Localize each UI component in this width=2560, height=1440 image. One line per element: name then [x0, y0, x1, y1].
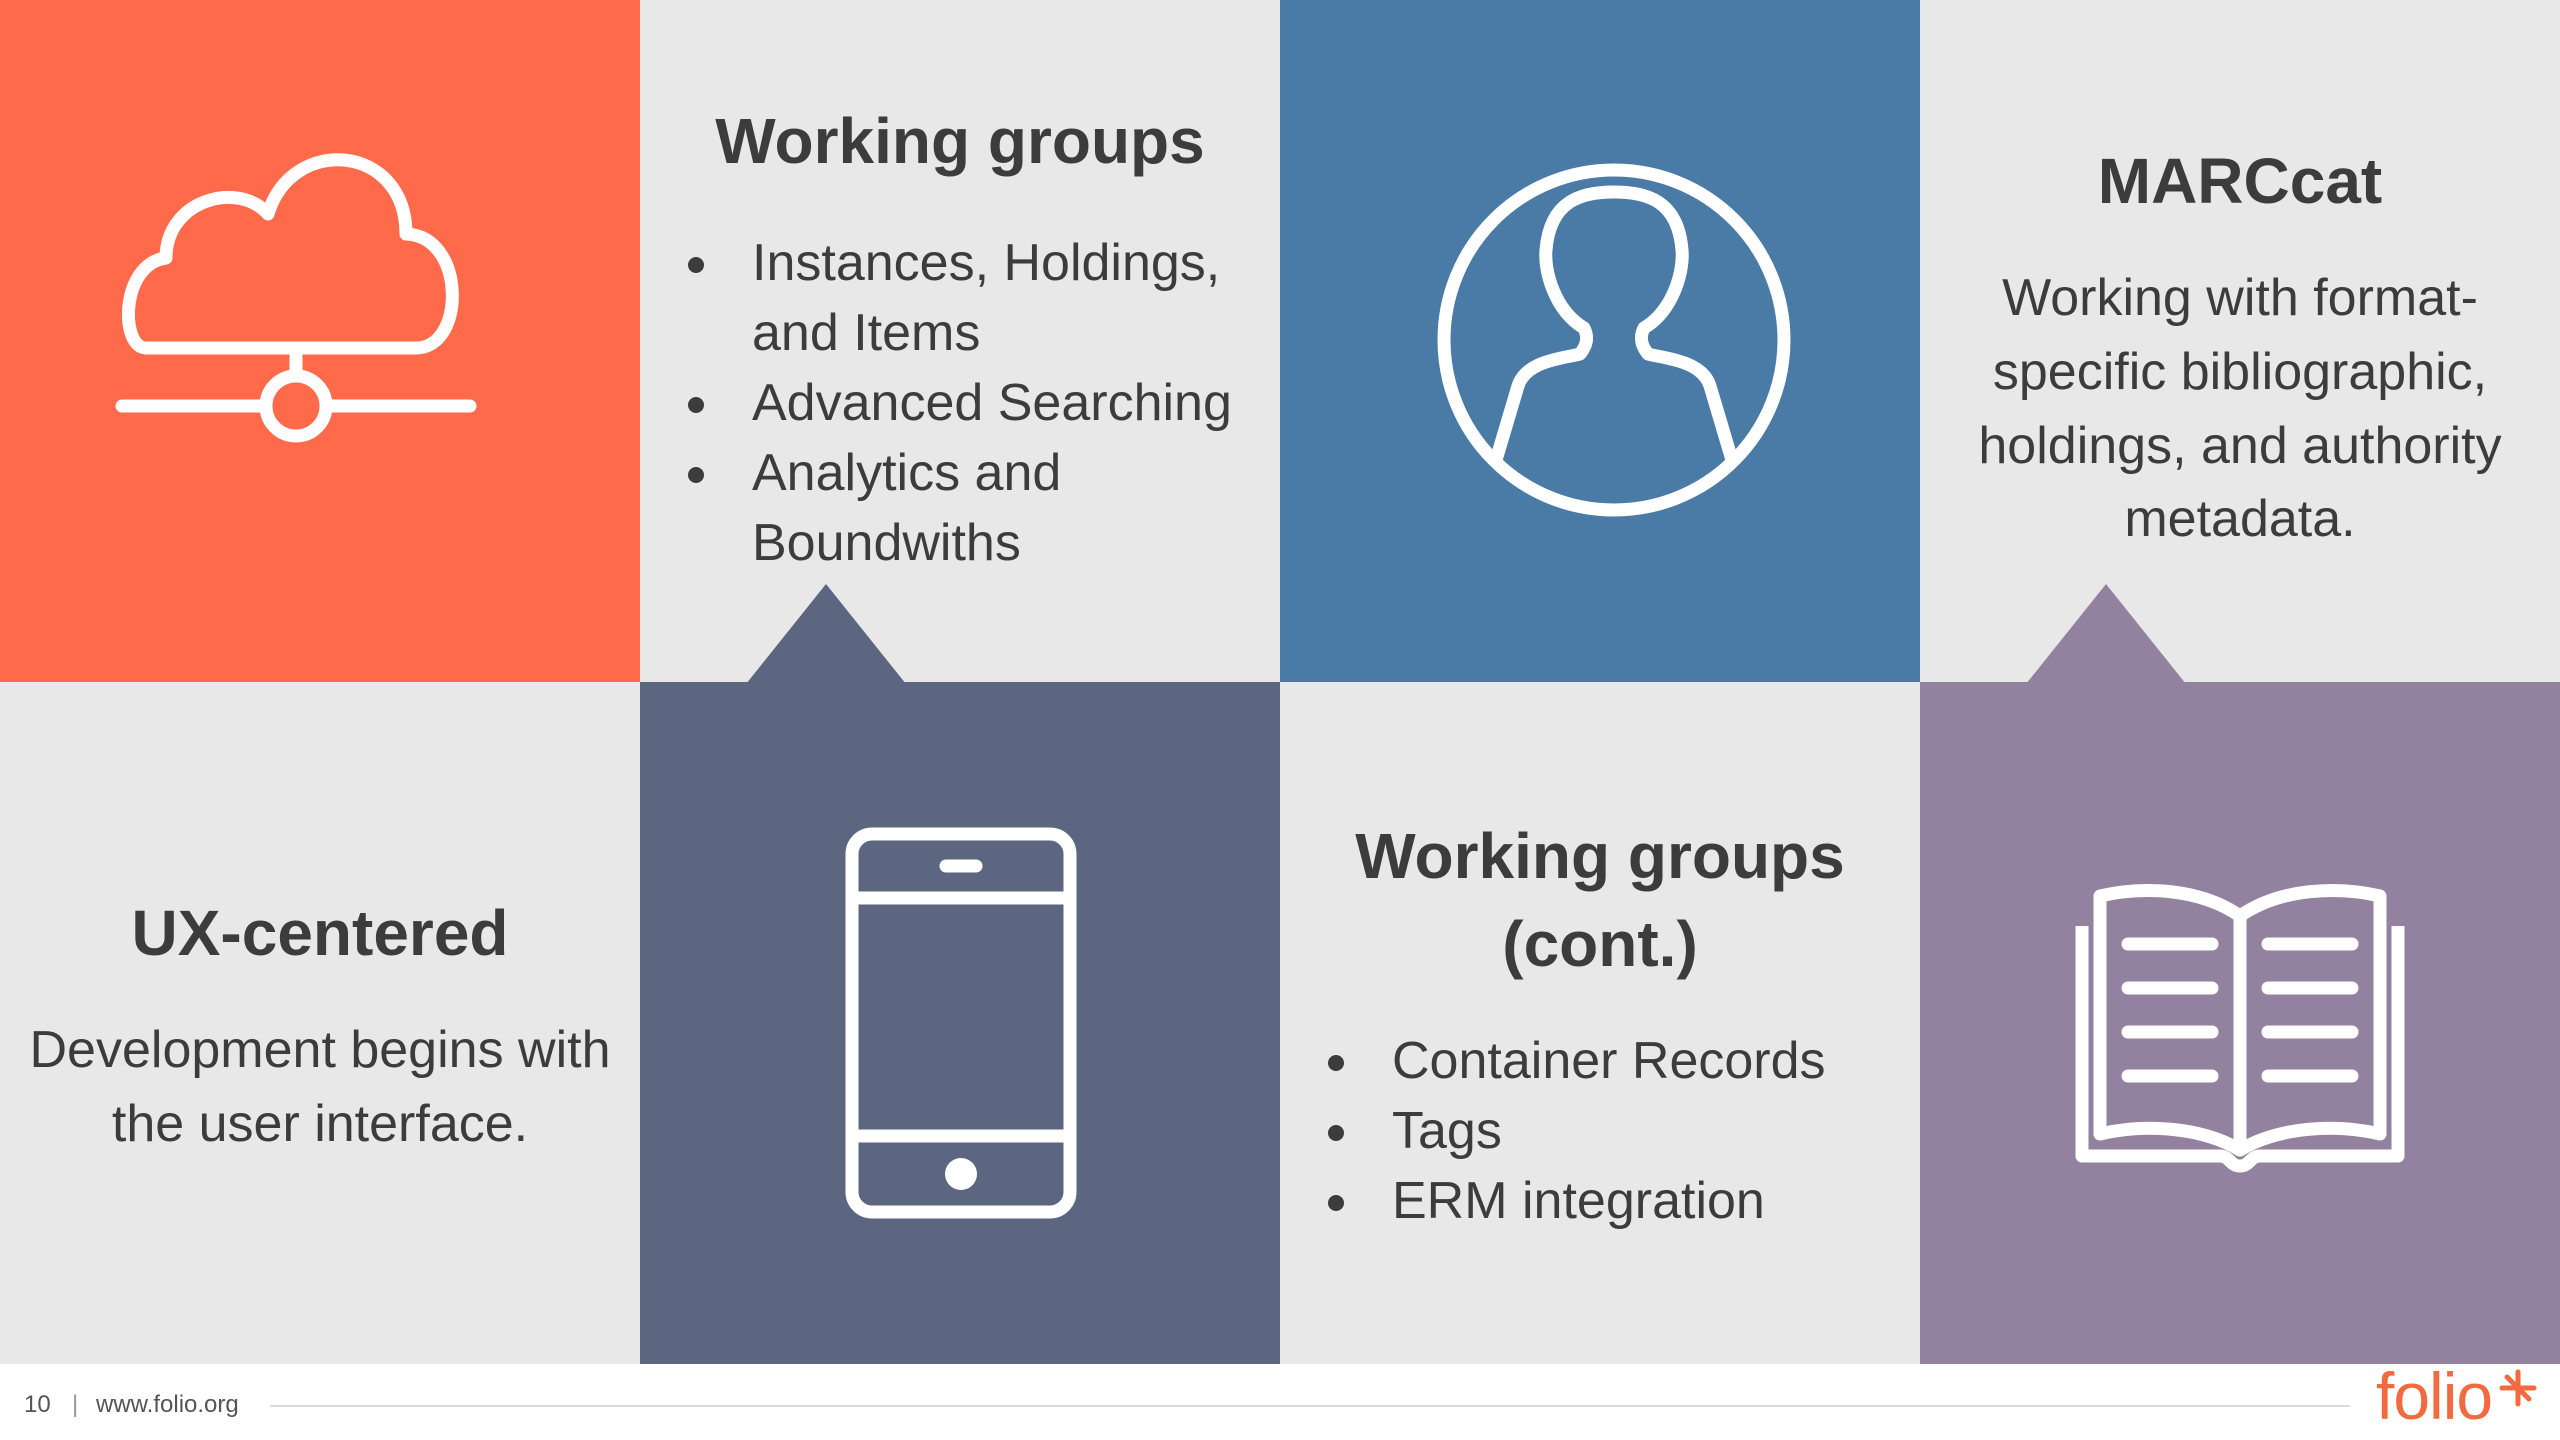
tile-book-icon	[1920, 682, 2560, 1364]
tile-working-groups-cont: Working groups (cont.) Container Records…	[1280, 682, 1920, 1364]
list-item: Advanced Searching	[680, 368, 1260, 438]
working-groups-title: Working groups	[715, 105, 1205, 177]
tile-working-groups: Working groups Instances, Holdings, and …	[640, 0, 1280, 682]
ux-centered-title: UX-centered	[131, 897, 509, 969]
folio-logo-mark-icon	[2498, 1368, 2538, 1413]
working-groups-list: Instances, Holdings, and Items Advanced …	[680, 228, 1260, 578]
list-item: Instances, Holdings, and Items	[680, 228, 1260, 368]
open-book-icon	[2060, 876, 2420, 1176]
list-item: ERM integration	[1320, 1166, 1900, 1236]
caret-up-slate	[746, 584, 906, 684]
footer-separator: |	[72, 1391, 79, 1418]
folio-logo: folio	[2376, 1359, 2493, 1433]
smartphone-icon	[845, 827, 1077, 1219]
caret-up-mauve	[2026, 584, 2186, 684]
user-circle-icon	[1434, 160, 1794, 520]
footer-divider	[270, 1405, 2350, 1407]
list-item: Tags	[1320, 1096, 1900, 1166]
list-item: Analytics and Boundwiths	[680, 438, 1260, 578]
tile-person-icon	[1280, 0, 1920, 682]
tile-marccat: MARCcat Working with format-specific bib…	[1920, 0, 2560, 682]
working-groups-cont-list: Container Records Tags ERM integration	[1320, 1026, 1900, 1236]
cloud-network-icon	[115, 124, 477, 454]
working-groups-cont-title: Working groups (cont.)	[1355, 820, 1845, 981]
page-number: 10	[24, 1391, 51, 1418]
footer	[0, 1364, 2560, 1440]
ux-centered-description: Development begins with the user interfa…	[29, 1021, 611, 1153]
list-item: Container Records	[1320, 1026, 1900, 1096]
tile-ux-icon	[0, 0, 640, 682]
marccat-description: Working with format-specific bibliograph…	[1978, 269, 2502, 549]
tile-ux-centered: UX-centered Development begins with the …	[0, 682, 640, 1364]
footer-url-link[interactable]: www.folio.org	[96, 1391, 239, 1418]
tile-phone-icon	[640, 682, 1280, 1364]
marccat-title: MARCcat	[2097, 145, 2383, 217]
